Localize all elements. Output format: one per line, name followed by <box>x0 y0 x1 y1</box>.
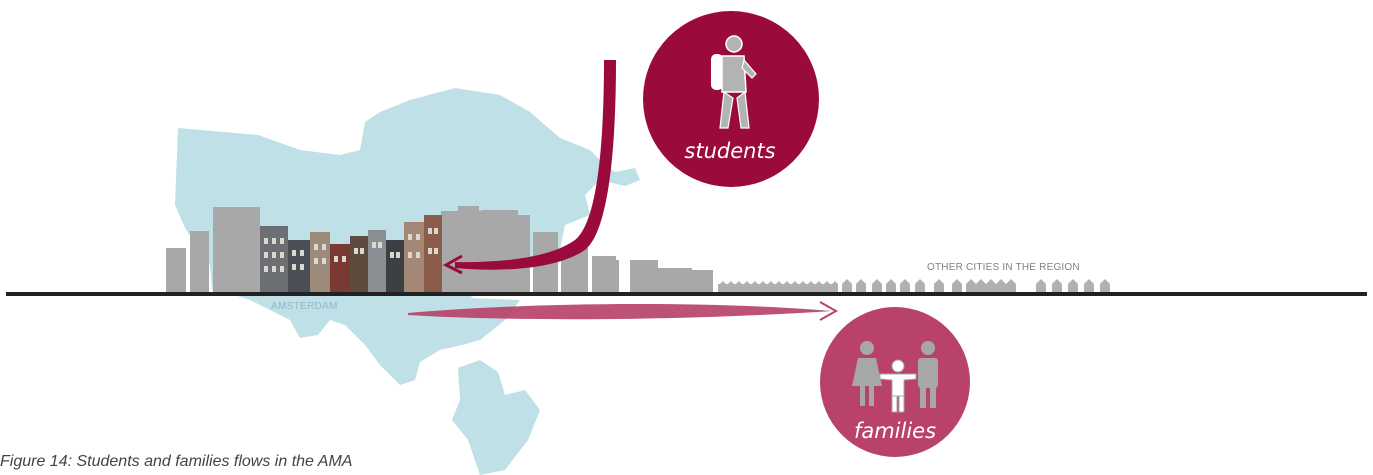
family-icon <box>852 341 938 413</box>
region-label: OTHER CITIES IN THE REGION <box>927 262 1080 273</box>
families-arrowhead <box>819 301 839 321</box>
canal-houses <box>260 215 442 292</box>
figure-caption: Figure 14: Students and families flows i… <box>0 453 353 470</box>
region-houses <box>718 279 1110 292</box>
students-label: students <box>684 139 776 163</box>
students-arrowhead <box>442 254 463 275</box>
backpacker-icon <box>711 35 757 129</box>
amsterdam-label: AMSTERDAM <box>271 301 338 312</box>
map-south-lobe <box>452 360 540 475</box>
families-flow-arrow <box>408 304 832 320</box>
families-label: families <box>853 419 937 443</box>
ground-line <box>6 292 1367 296</box>
